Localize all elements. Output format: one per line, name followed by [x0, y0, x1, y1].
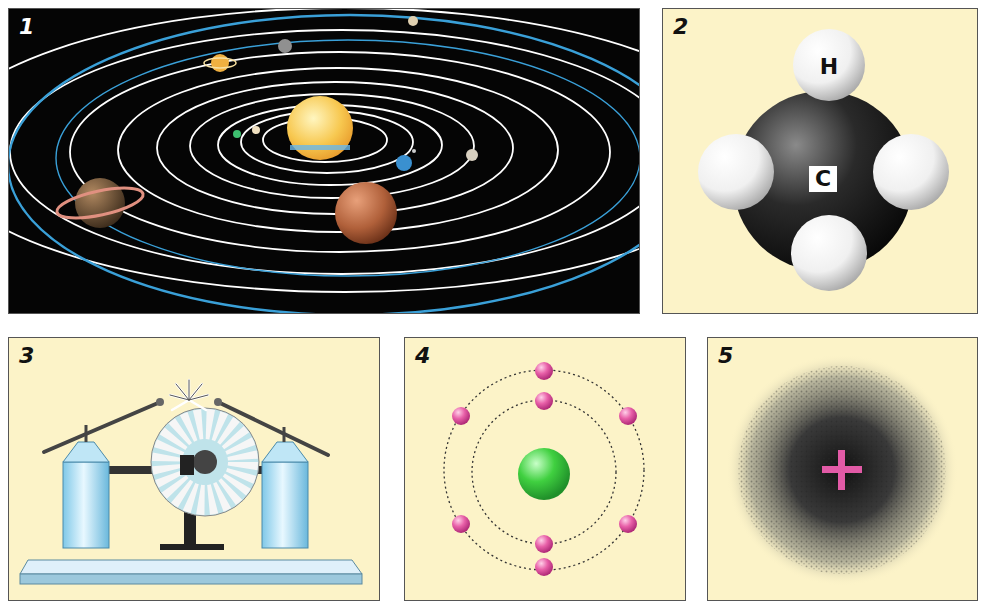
drawing-part [290, 145, 350, 150]
drawing-part [85, 425, 88, 442]
element-symbol: C [809, 166, 837, 192]
drawing-part [189, 380, 190, 400]
drawing-part [190, 94, 474, 198]
drawing-part [252, 126, 260, 134]
drawing-part [444, 370, 644, 570]
drawing-part [170, 380, 208, 410]
drawing-part [262, 442, 308, 462]
figure-panel: 5 [707, 337, 978, 601]
drawing-part [70, 52, 610, 252]
hydrogen-sphere [791, 215, 867, 291]
hydrogen-sphere [873, 134, 949, 210]
drawing-part [189, 400, 206, 410]
drawing-part [204, 58, 236, 68]
drawing-part [412, 149, 416, 153]
bohr-atom [444, 362, 644, 576]
thomson-atom [726, 354, 958, 586]
drawing-part [167, 424, 243, 500]
electrostatic-machine [20, 380, 362, 584]
drawing-part [335, 182, 397, 244]
drawing-part [180, 455, 194, 475]
drawing-part [287, 96, 353, 160]
drawing-part [535, 558, 553, 576]
drawing-part [44, 403, 158, 452]
drawing-part [54, 182, 145, 224]
drawing-part [472, 400, 616, 544]
drawing-part [214, 398, 222, 406]
drawing-part [466, 149, 478, 161]
panel-ground [707, 337, 978, 601]
drawing-part [56, 40, 640, 276]
drawing-part [8, 8, 640, 292]
drawing-part [170, 395, 189, 400]
drawing-part [262, 462, 308, 548]
drawing-part [535, 362, 553, 380]
drawing-part [535, 535, 553, 553]
panel-ground [662, 8, 978, 314]
drawing-part [408, 16, 418, 26]
drawing-part [738, 366, 946, 574]
panel-ground [8, 337, 380, 601]
drawing-part [20, 560, 362, 574]
drawing-part [20, 574, 362, 584]
drawing-part [10, 30, 640, 274]
drawing-part [8, 8, 640, 314]
drawing-part [726, 354, 958, 586]
carbon-atom: C [733, 91, 913, 271]
drawing-part [838, 450, 845, 490]
hydrogen-sphere [698, 134, 774, 210]
drawing-part [619, 407, 637, 425]
callout-number: 1 [13, 13, 40, 41]
drawing-part [619, 515, 637, 533]
callout-number: 5 [712, 342, 739, 370]
drawing-part [220, 403, 328, 455]
drawing-part [396, 155, 412, 171]
solar-system [8, 8, 640, 314]
callout-number: 2 [667, 13, 694, 41]
figure-panel: 2H C [662, 8, 978, 314]
hydrogen-atom: H [793, 29, 865, 101]
drawing-part [63, 462, 109, 548]
panel-ground [404, 337, 686, 601]
callout-number: 3 [13, 342, 40, 370]
drawing-part [278, 39, 292, 53]
callout-number: 4 [409, 342, 436, 370]
drawing-part [8, 15, 640, 314]
drawing-part [75, 178, 125, 228]
drawing-part [63, 442, 109, 462]
drawing-part [283, 427, 286, 442]
drawing-part [452, 407, 470, 425]
drawing-part [156, 398, 164, 406]
drawing-part [193, 450, 217, 474]
drawing-part [170, 380, 208, 400]
drawing-part [189, 395, 208, 400]
drawing-part [211, 54, 229, 72]
drawing-part [452, 515, 470, 533]
drawing-part [233, 130, 241, 138]
figure-panel: 1 [8, 8, 640, 314]
drawing-part [172, 400, 189, 410]
element-symbol: H [820, 55, 838, 79]
drawing-part [151, 408, 259, 516]
hydrogen-sphere [793, 29, 865, 101]
drawing-part [157, 82, 513, 214]
figure-panel: 3 [8, 337, 380, 601]
figure-panel: 4 [404, 337, 686, 601]
drawing-part [518, 448, 570, 500]
drawing-part [535, 392, 553, 410]
